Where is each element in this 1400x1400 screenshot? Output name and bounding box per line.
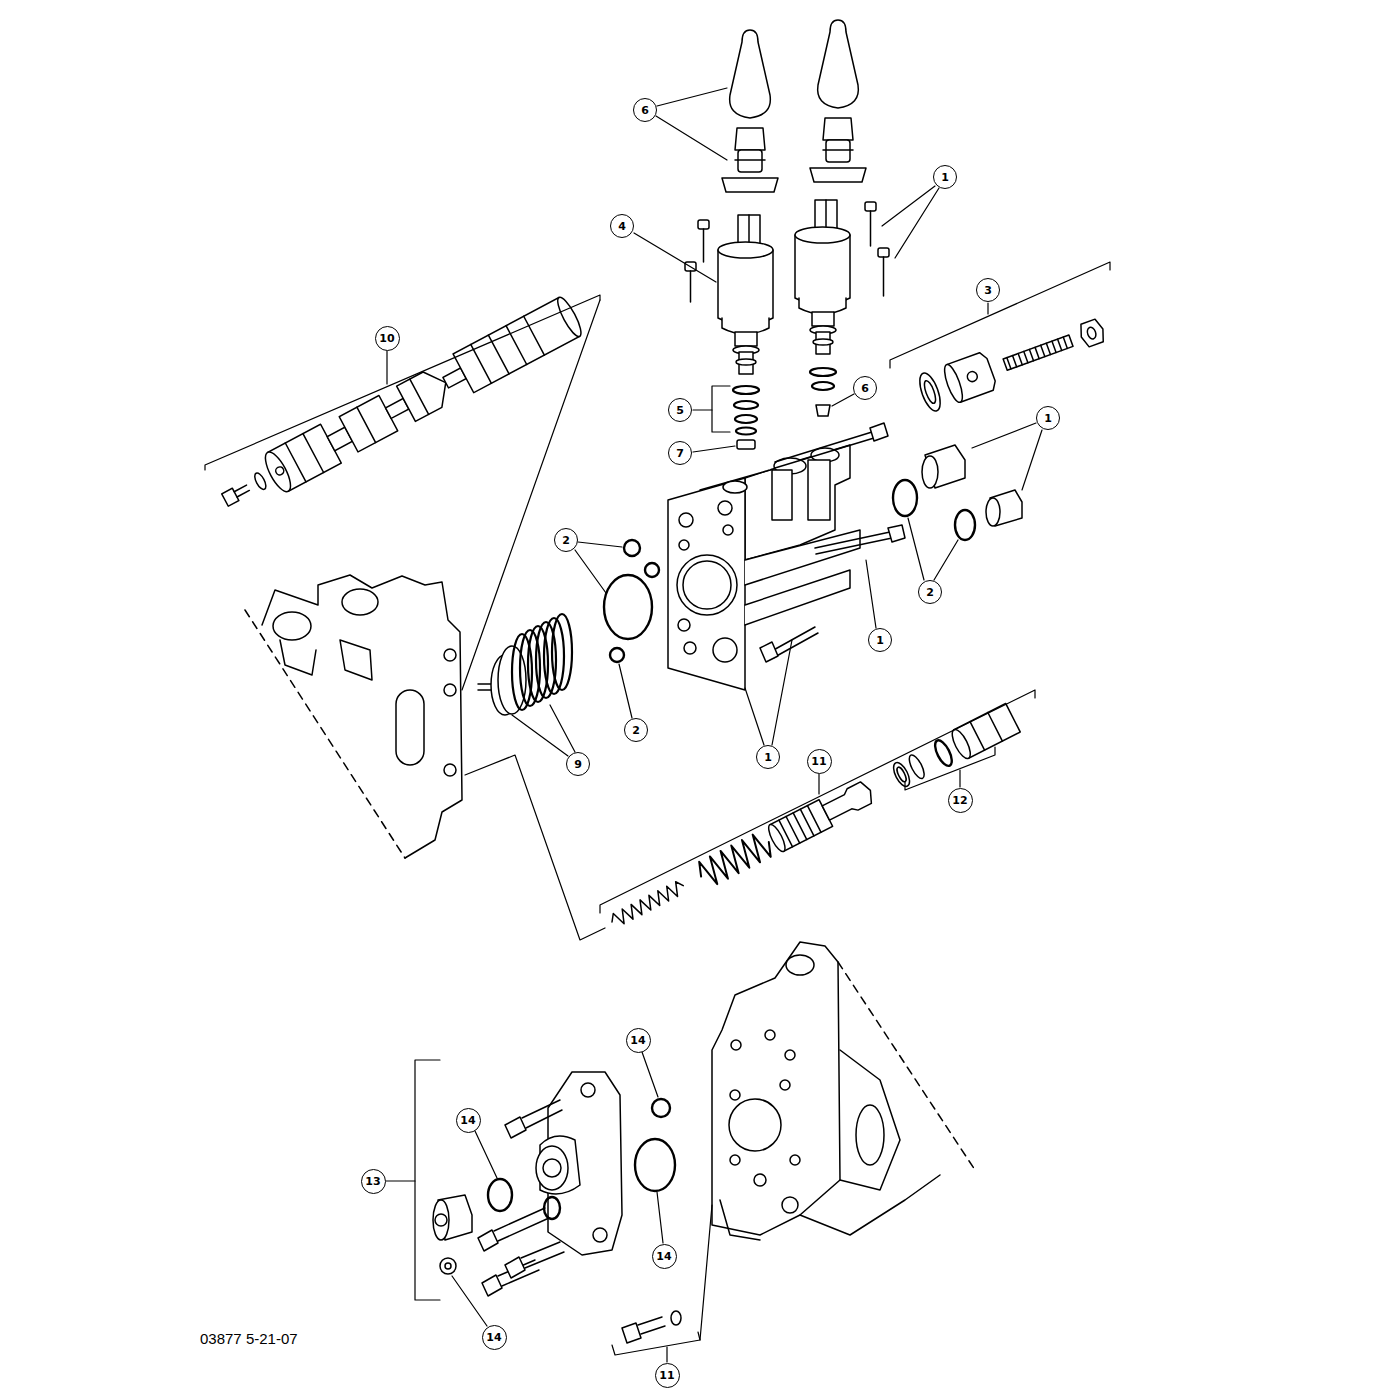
callout-text: 1 <box>764 752 772 763</box>
callout-text: 7 <box>676 448 684 459</box>
callout-number: 6 <box>633 98 657 122</box>
valve-body <box>668 445 860 690</box>
callout-text: 2 <box>632 725 640 736</box>
callout-text: 1 <box>876 635 884 646</box>
drawing-number: 03877 5-21-07 <box>200 1330 298 1347</box>
screw <box>622 1311 681 1343</box>
callout-number: 11 <box>655 1363 680 1388</box>
callout-text: 12 <box>952 795 967 806</box>
callout-text: 14 <box>486 1332 501 1343</box>
housing <box>245 575 462 858</box>
screw <box>478 1100 564 1296</box>
spool <box>215 295 585 520</box>
cover-plate <box>536 1072 622 1255</box>
callout-number: 1 <box>868 628 892 652</box>
callout-number: 12 <box>948 788 973 813</box>
leader-line <box>205 88 1110 1362</box>
housing <box>712 942 975 1240</box>
connector-plug <box>722 30 778 192</box>
callout-text: 2 <box>926 587 934 598</box>
spring <box>512 614 572 710</box>
spring <box>478 646 526 715</box>
callout-text: 6 <box>641 105 649 116</box>
callout-number: 4 <box>610 214 634 238</box>
callout-number: 1 <box>756 745 780 769</box>
callout-number: 14 <box>456 1108 481 1133</box>
callout-number: 2 <box>554 528 578 552</box>
callout-text: 14 <box>460 1115 475 1126</box>
callout-number: 14 <box>652 1244 677 1269</box>
solenoid <box>795 200 850 354</box>
callout-text: 4 <box>618 221 626 232</box>
callout-text: 14 <box>630 1035 645 1046</box>
callout-number: 1 <box>1036 406 1060 430</box>
callout-number: 6 <box>853 376 877 400</box>
small-part <box>737 405 830 449</box>
callout-number: 2 <box>624 718 648 742</box>
callout-text: 2 <box>562 535 570 546</box>
callout-number: 1 <box>933 165 957 189</box>
adjuster <box>916 310 1110 413</box>
connector-plug <box>810 20 866 182</box>
callout-text: 1 <box>941 172 949 183</box>
callout-text: 9 <box>574 759 582 770</box>
callout-number: 2 <box>918 580 942 604</box>
screw <box>685 202 889 302</box>
callout-number: 14 <box>626 1028 651 1053</box>
o-ring <box>893 480 975 540</box>
callout-number: 7 <box>668 441 692 465</box>
callout-number: 10 <box>375 326 400 351</box>
callout-number: 5 <box>668 398 692 422</box>
solenoid <box>718 215 773 374</box>
bolt <box>760 423 905 662</box>
callout-text: 13 <box>365 1176 380 1187</box>
callout-text: 11 <box>659 1370 674 1381</box>
callout-text: 6 <box>861 383 869 394</box>
callout-text: 11 <box>811 756 826 767</box>
callout-number: 13 <box>361 1169 386 1194</box>
o-ring <box>604 540 659 662</box>
seal-ring <box>733 368 836 435</box>
callout-number: 14 <box>482 1325 507 1350</box>
plug <box>433 1195 472 1274</box>
callout-number: 11 <box>807 749 832 774</box>
callout-text: 1 <box>1044 413 1052 424</box>
callout-number: 9 <box>566 752 590 776</box>
callout-text: 14 <box>656 1251 671 1262</box>
o-ring <box>488 1099 675 1219</box>
relief-valve <box>605 703 1020 936</box>
callout-text: 10 <box>379 333 394 344</box>
callout-text: 5 <box>676 405 684 416</box>
callout-text: 3 <box>984 285 992 296</box>
callout-number: 3 <box>976 278 1000 302</box>
